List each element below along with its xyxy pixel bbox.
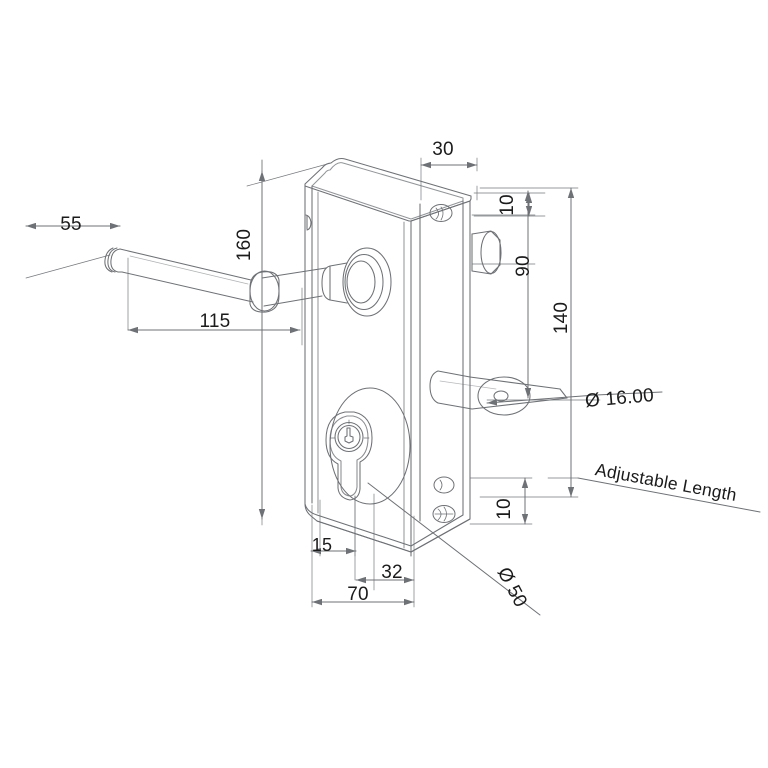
dimension-lines <box>25 161 761 616</box>
extension-lines <box>25 157 601 608</box>
dim-edge-offset-bottom: 10 <box>494 498 515 520</box>
right-lever-handle-upper <box>471 230 502 275</box>
dim-edge-offset-top: 10 <box>497 194 518 216</box>
dim-spindle-to-top: 90 <box>513 255 534 277</box>
dim-backset: 32 <box>381 562 403 583</box>
dim-lever-projection: 55 <box>60 214 82 235</box>
note-adjustable-length: Adjustable Length <box>594 459 739 505</box>
lock-body <box>304 157 472 557</box>
dim-lever-length: 115 <box>200 311 231 332</box>
front-plate-outline <box>317 191 405 549</box>
dim-plate-height: 160 <box>234 229 255 261</box>
dim-rose-diameter: Ø 50 <box>493 564 531 611</box>
dim-overall-height: 140 <box>551 302 572 334</box>
lower-lever-handle <box>429 370 568 416</box>
dim-cylinder-offset: 15 <box>312 535 332 555</box>
dim-spindle-diameter: Ø 16.00 <box>584 385 655 412</box>
dim-plate-width: 70 <box>347 584 369 605</box>
dim-body-depth: 30 <box>432 139 454 160</box>
dimension-network <box>25 157 761 616</box>
left-lever-handle <box>104 247 392 317</box>
euro-cylinder-escutcheon <box>325 387 411 505</box>
dimension-labels: 55 160 115 30 10 90 140 10 15 32 70 Ø 16… <box>60 139 738 611</box>
fixing-screws <box>429 204 456 523</box>
